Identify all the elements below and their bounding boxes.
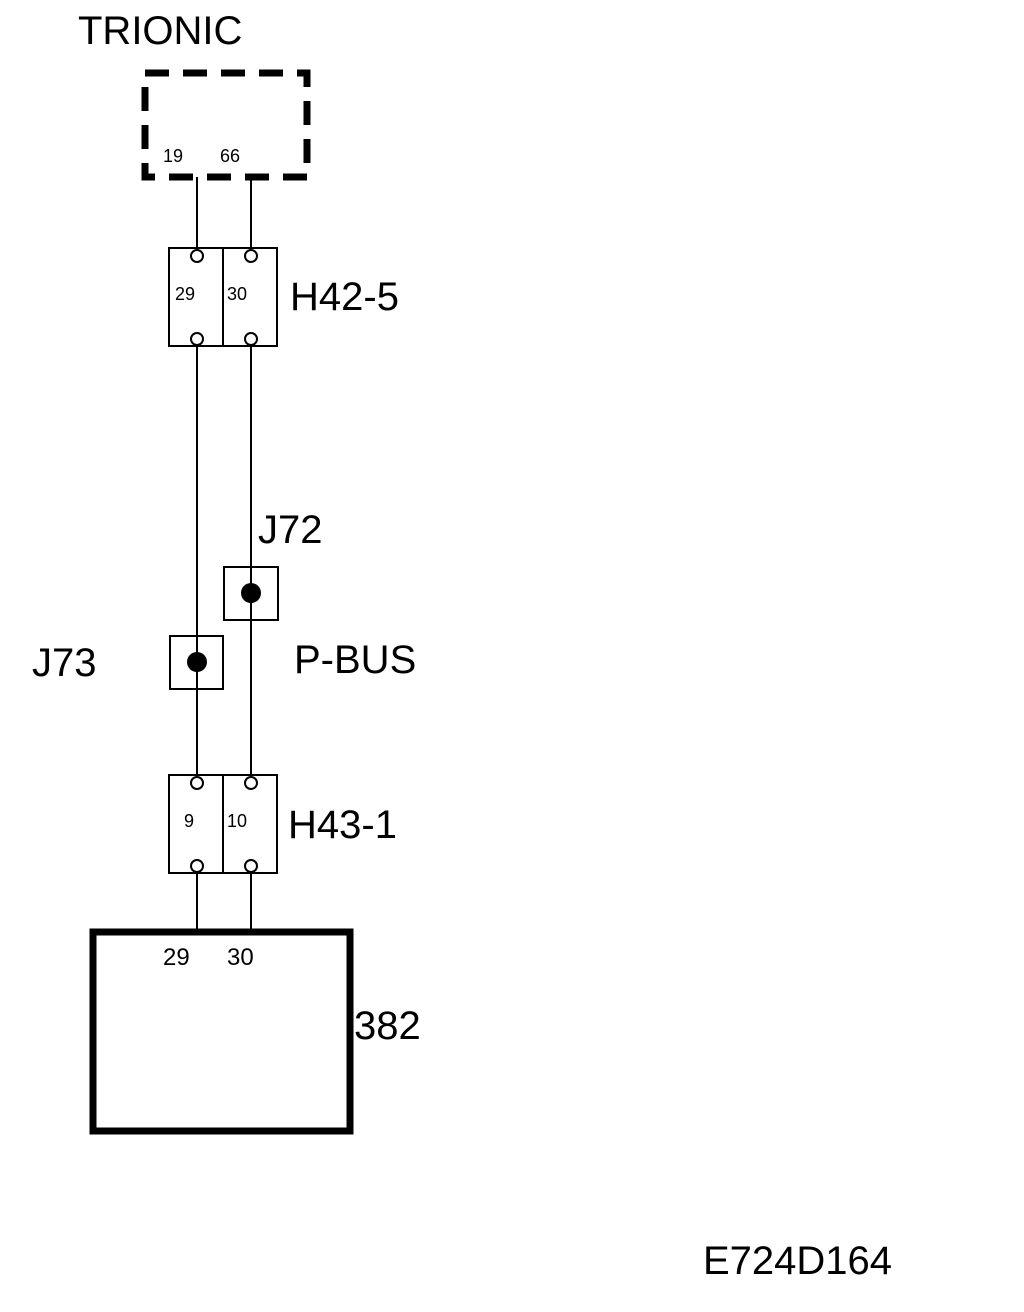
connector-h42-5-terminal: [244, 249, 258, 263]
trionic-pin-66: 66: [220, 146, 240, 166]
connector-h43-1: 9 10 H43-1: [168, 774, 397, 874]
trionic-unit: TRIONIC 19 66: [78, 9, 311, 181]
trionic-box: [141, 69, 311, 181]
splice-j72: J72: [223, 508, 323, 621]
connector-h42-5-label: H42-5: [290, 275, 399, 319]
connector-h42-5-cell-right: [222, 247, 278, 347]
connector-h43-1-terminal: [244, 776, 258, 790]
connector-h42-5-terminal: [190, 332, 204, 346]
splice-j72-label: J72: [258, 508, 323, 552]
unit-382-pin-30: 30: [227, 944, 254, 971]
splice-j73-dot: [187, 652, 207, 672]
connector-h42-5-cell-left: [168, 247, 224, 347]
unit-382-label: 382: [354, 1004, 421, 1048]
connector-h43-1-label: H43-1: [288, 803, 397, 847]
connector-h43-1-terminal: [190, 776, 204, 790]
connector-h42-5-pin-30: 30: [227, 284, 247, 304]
unit-382: 29 30 382: [89, 928, 421, 1135]
connector-h42-5: 29 30 H42-5: [168, 247, 399, 347]
unit-382-pin-29: 29: [163, 944, 190, 971]
connector-h43-1-terminal: [244, 859, 258, 873]
p-bus-label: P-BUS: [294, 638, 416, 682]
splice-j73: J73: [32, 635, 224, 690]
connector-h42-5-terminal: [244, 332, 258, 346]
connector-h43-1-pin-9: 9: [184, 811, 194, 831]
connector-h43-1-pin-10: 10: [227, 811, 247, 831]
figure-id: E724D164: [703, 1239, 892, 1283]
unit-382-box: [89, 928, 354, 1135]
trionic-label: TRIONIC: [78, 9, 242, 53]
trionic-pin-19: 19: [163, 146, 183, 166]
connector-h43-1-terminal: [190, 859, 204, 873]
connector-h42-5-terminal: [190, 249, 204, 263]
splice-j72-dot: [241, 583, 261, 603]
connector-h42-5-pin-29: 29: [175, 284, 195, 304]
splice-j73-label: J73: [32, 641, 97, 685]
connector-h43-1-cell-right: [222, 774, 278, 874]
